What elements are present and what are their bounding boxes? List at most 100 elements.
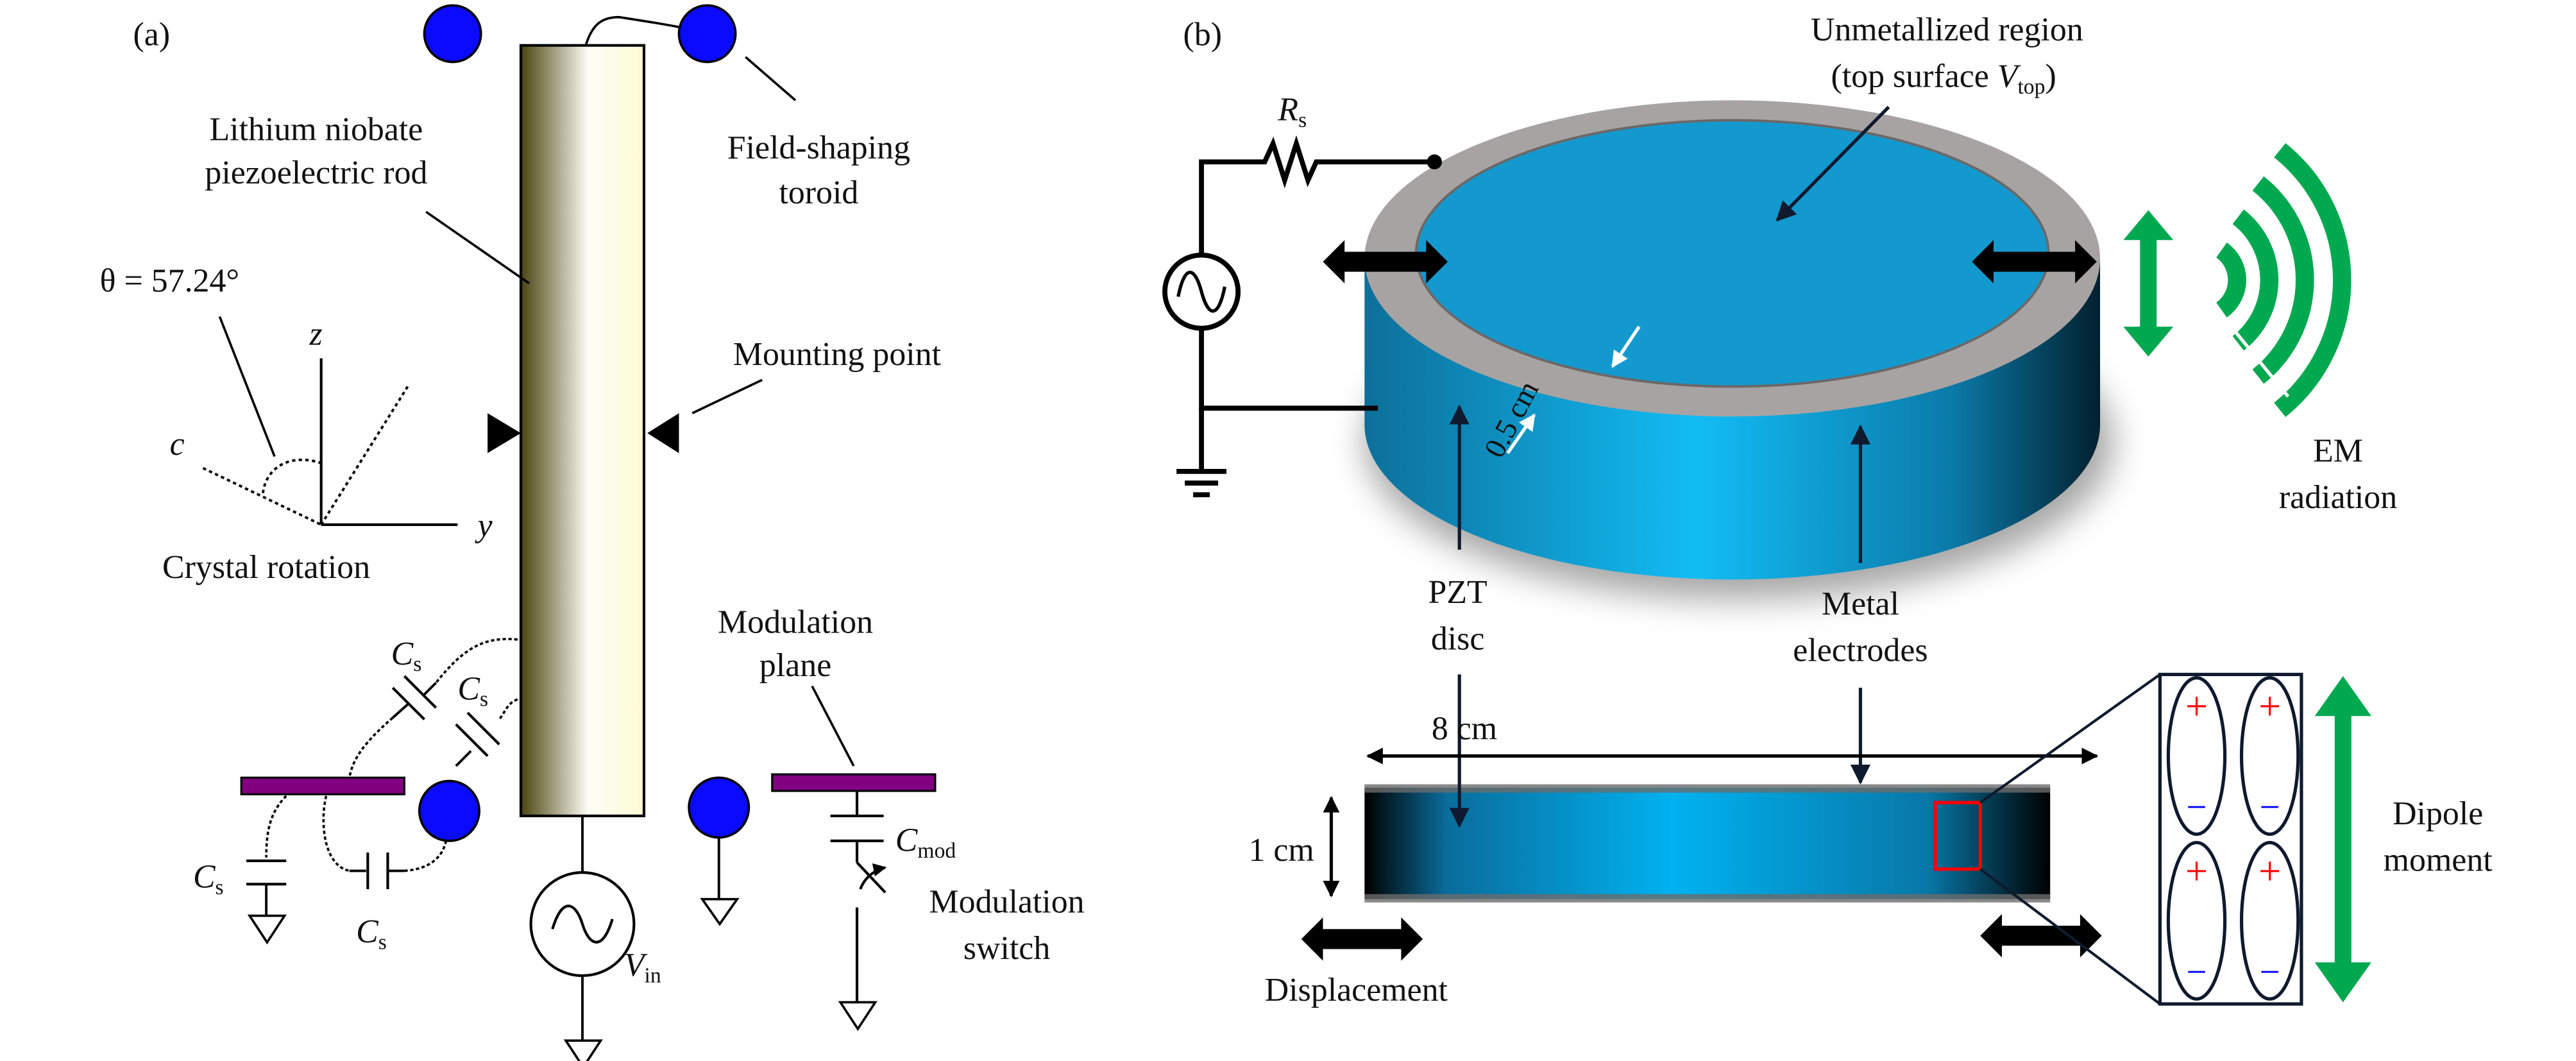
metal-label-1: Metal (1822, 586, 1899, 622)
displacement-label: Displacement (1265, 972, 1448, 1008)
em-cut (2192, 278, 2290, 398)
displacement-arrow-left (1323, 240, 1448, 284)
sine-icon (1176, 271, 1226, 313)
plus-charge: + (2258, 849, 2281, 893)
mounting-leader (691, 378, 763, 414)
bottom-electrode (1364, 894, 2051, 903)
panel-a-label: (a) (133, 17, 171, 53)
y-axis-label: y (475, 507, 493, 544)
theta-label: θ = 57.24° (100, 263, 240, 300)
rod-leader (425, 210, 530, 285)
displacement-arrow-right (1972, 240, 2097, 284)
rod-label-2: piezoelectric rod (205, 155, 427, 191)
plus-charge: + (2185, 849, 2208, 893)
thickness-arrow-bottom (1506, 413, 1536, 454)
modulation-switch-label-1: Modulation (929, 883, 1085, 920)
crystal-rotation-label: Crystal rotation (162, 549, 370, 586)
rotated-axis (320, 386, 409, 525)
plus-charge: + (2258, 684, 2281, 728)
dipole (2239, 840, 2300, 1001)
pzt-label-2: disc (1431, 620, 1485, 657)
top-electrode (1364, 784, 2051, 793)
cs-label-3: Cs (193, 858, 224, 899)
dipole-label-2: moment (2384, 842, 2493, 879)
thickness-arrow-top (1611, 325, 1641, 368)
toroid-bottom-left (418, 779, 480, 842)
rs-label: Rs (1277, 92, 1307, 132)
plus-charge: + (2185, 684, 2208, 728)
dipole (2239, 676, 2300, 836)
dipole-moment-arrow (2314, 676, 2371, 1003)
modulation-plane-leader (811, 685, 855, 767)
zoom-line-top (1979, 673, 2161, 804)
modulation-switch-label-2: switch (963, 930, 1050, 967)
panel-b: (b) Unmetallized region (top surface Vto… (1162, 12, 2493, 1008)
em-label-2: radiation (2279, 479, 2397, 516)
toroid-label-1: Field-shaping (727, 130, 910, 166)
ground-icon (700, 897, 740, 926)
panel-b-label: (b) (1183, 17, 1222, 53)
modulation-plane-label-2: plane (759, 647, 831, 684)
cs-label-2: Cs (457, 670, 488, 711)
stray-capacitors (246, 638, 518, 916)
minus-charge: − (2186, 787, 2207, 828)
width-dimension-label: 8 cm (1432, 711, 1497, 747)
theta-arc (261, 458, 322, 493)
unmetallized-region (1414, 119, 2050, 388)
minus-charge: − (2260, 952, 2280, 992)
vin-label: Vin (624, 947, 661, 987)
modulation-switch[interactable] (855, 862, 887, 1003)
height-dimension-label: 1 cm (1248, 832, 1314, 869)
metal-label-2: electrodes (1793, 632, 1928, 669)
dipoles: + + + + − − − − (2166, 676, 2300, 1001)
modulation-plane-label-1: Modulation (718, 604, 873, 641)
mounting-point-label: Mounting point (733, 336, 942, 373)
toroid-top-left (423, 4, 482, 64)
zoom-region-highlight (1933, 801, 1982, 871)
ground-icon (563, 1039, 603, 1061)
dipole-label-1: Dipole (2393, 795, 2483, 832)
pzt-cross-section (1364, 787, 2051, 899)
dipole (2166, 676, 2227, 836)
z-axis-label: z (309, 316, 323, 353)
em-oscillation-arrow (2123, 210, 2174, 357)
em-radiation-icon (2216, 143, 2351, 418)
ground-icon (247, 914, 287, 945)
mounting-triangle-right (647, 413, 679, 454)
displacement-arrow-bottom-left (1301, 917, 1423, 961)
toroid-wire (584, 15, 679, 46)
zoom-line-bottom (1979, 868, 2161, 1005)
c-axis-label: c (170, 426, 185, 463)
unmetallized-label-2: (top surface Vtop) (1831, 58, 2056, 99)
minus-charge: − (2186, 952, 2207, 992)
cs-label-4: Cs (356, 913, 387, 954)
pzt-label-1: PZT (1428, 574, 1487, 611)
sine-icon (551, 904, 614, 944)
cs-label-1: Cs (391, 636, 422, 676)
rod-label-1: Lithium niobate (210, 112, 423, 148)
unmetallized-arrow (1775, 105, 1890, 222)
displacement-arrow-bottom-right (1980, 913, 2102, 958)
c-axis (202, 466, 322, 526)
dipole (2166, 840, 2227, 1001)
connection-dot (1427, 154, 1442, 170)
toroid-label-2: toroid (779, 174, 858, 211)
toroid-top-right (677, 4, 737, 64)
cmod-label: Cmod (895, 822, 956, 862)
toroid-leader (745, 56, 797, 101)
minus-charge: − (2260, 787, 2280, 828)
cmod-capacitor (830, 791, 884, 863)
panel-a: (a) Field-shaping toroid Lithium niobate… (100, 4, 1085, 1061)
unmetallized-label-1: Unmetallized region (1811, 12, 2083, 48)
mounting-triangle-left (487, 413, 521, 454)
toroid-bottom-right (688, 776, 750, 839)
drive-circuit (1176, 135, 1435, 498)
modulation-plane-left (240, 776, 405, 795)
em-label-1: EM (2313, 432, 2363, 469)
lithium-niobate-rod (519, 44, 646, 818)
modulation-plane-right (771, 773, 936, 792)
theta-leader (218, 316, 276, 457)
ground-icon (838, 1001, 877, 1031)
